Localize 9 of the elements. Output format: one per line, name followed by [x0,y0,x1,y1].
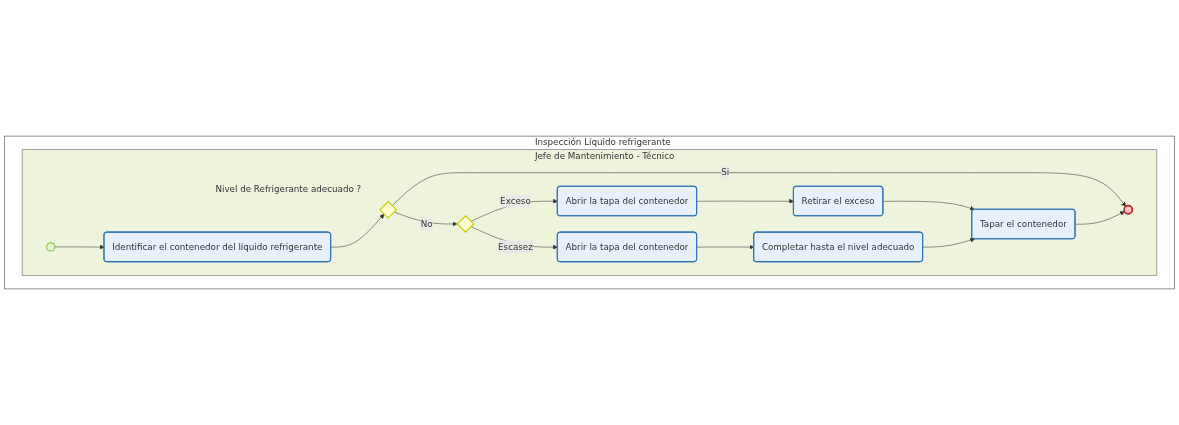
node-diamond [379,200,398,219]
edge-label: Exceso [500,195,531,206]
edge-label: Escasez [498,241,533,252]
node-label: Nivel de Refrigerante adecuado ? [215,183,362,194]
node-circle [1123,204,1134,215]
node-circle [46,242,56,252]
edge-label: Si [721,167,730,178]
edge-label: No [420,218,433,229]
node-diamond [456,215,475,233]
